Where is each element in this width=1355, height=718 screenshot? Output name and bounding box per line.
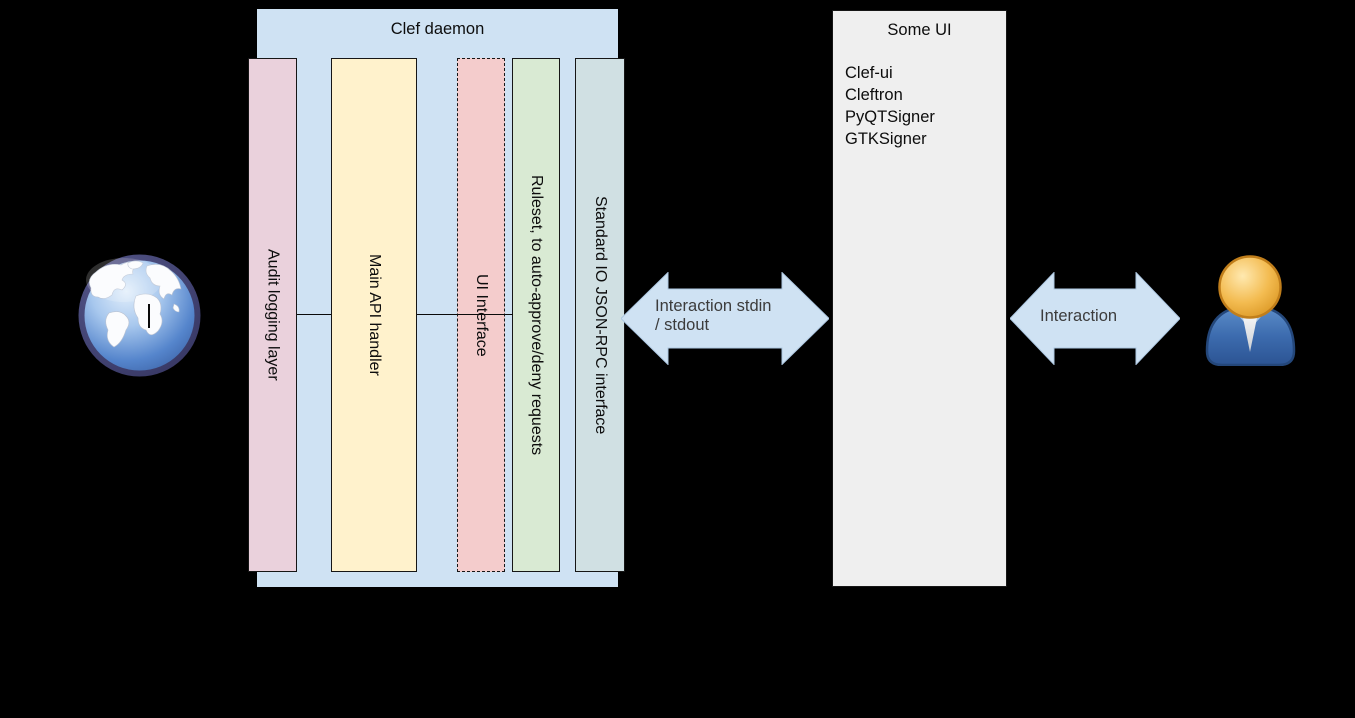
bar-label: Ruleset, to auto-approve/deny requests bbox=[528, 174, 545, 456]
user-icon bbox=[1205, 255, 1296, 366]
list-item: PyQTSigner bbox=[845, 108, 935, 126]
bar-ruleset: Ruleset, to auto-approve/deny requests bbox=[512, 58, 560, 572]
arrow-stdin-stdout-label: Interaction stdin / stdout bbox=[655, 297, 772, 334]
bar-ui-interface: UI Interface bbox=[457, 58, 505, 572]
bar-label: Main API handler bbox=[366, 254, 383, 376]
arrow-interaction-label: Interaction bbox=[1040, 307, 1118, 325]
bar-audit-logging-layer: Audit logging layer bbox=[248, 58, 297, 572]
double-arrow-stdin-stdout-icon bbox=[621, 272, 829, 365]
bar-main-api-handler: Main API handler bbox=[331, 58, 417, 572]
clef-daemon-title: Clef daemon bbox=[390, 20, 485, 38]
clef-daemon-box bbox=[257, 9, 618, 587]
bar-label: Audit logging layer bbox=[264, 249, 282, 381]
bar-label: Standard IO JSON-RPC interface bbox=[592, 195, 609, 435]
some-ui-title: Some UI bbox=[887, 21, 952, 39]
list-item: GTKSigner bbox=[845, 130, 927, 148]
list-item: Clef-ui bbox=[845, 64, 893, 82]
list-item: Cleftron bbox=[845, 86, 903, 104]
connector-audit-to-api bbox=[297, 314, 331, 315]
bar-stdio-jsonrpc-interface: Standard IO JSON-RPC interface bbox=[575, 58, 625, 572]
globe-icon bbox=[78, 254, 201, 377]
double-arrow-interaction-icon bbox=[1010, 272, 1180, 365]
globe-connector-tick bbox=[148, 304, 150, 328]
connector-api-to-ruleset bbox=[417, 314, 513, 315]
some-ui-list: Clef-ui Cleftron PyQTSigner GTKSigner bbox=[845, 62, 995, 150]
some-ui-box bbox=[832, 10, 1007, 587]
